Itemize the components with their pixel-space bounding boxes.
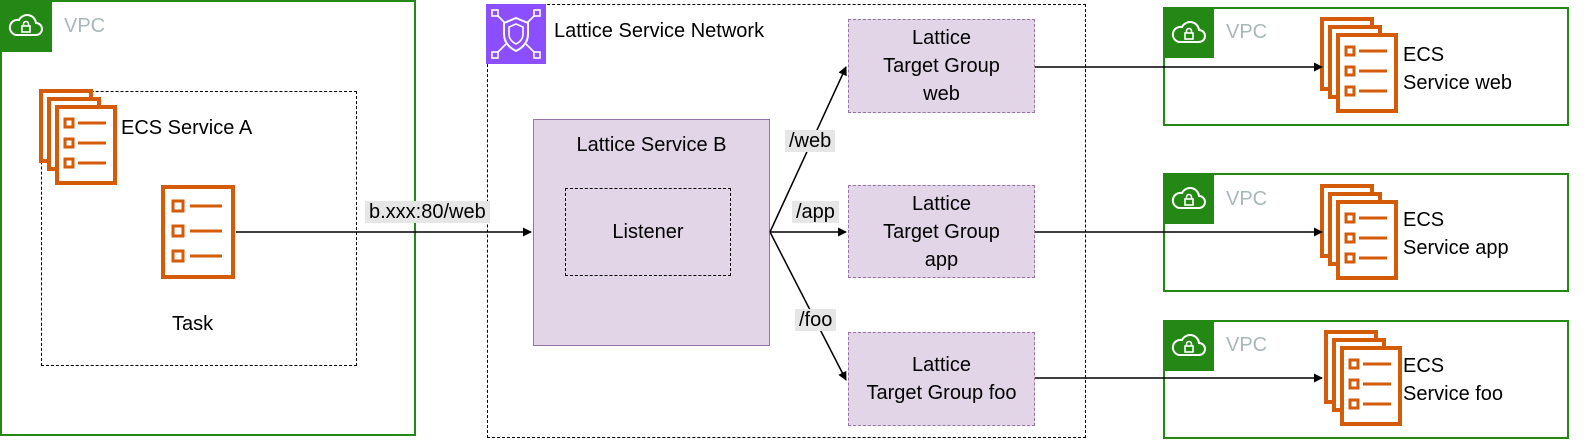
target-group-app: Lattice Target Group app <box>848 185 1035 278</box>
vpc-app-label: VPC <box>1226 188 1268 210</box>
lattice-service-b-label: Lattice Service B <box>576 134 727 156</box>
route-label-foo: /foo <box>795 309 837 331</box>
vpc-foo-group <box>1163 320 1569 439</box>
left-vpc-badge <box>0 0 52 52</box>
cloud-lock-icon <box>8 14 43 36</box>
ecs-service-app-label: ECS Service app <box>1403 209 1509 259</box>
target-group-web: Lattice Target Group web <box>848 19 1035 113</box>
vpc-web-badge <box>1163 7 1214 58</box>
listener-label: Listener <box>612 221 684 243</box>
listener-box: Listener <box>565 188 731 276</box>
vpc-foo-badge <box>1163 320 1214 371</box>
cloud-lock-icon <box>1171 20 1206 43</box>
cloud-lock-icon <box>1171 333 1206 356</box>
ecs-service-a-icon <box>39 89 117 185</box>
vpc-app-badge <box>1163 173 1214 224</box>
route-label-web: /web <box>785 130 836 152</box>
ecs-service-foo-label: ECS Service foo <box>1403 355 1504 405</box>
ecs-service-foo-icon <box>1324 330 1402 426</box>
cloud-lock-icon <box>1171 186 1206 209</box>
lattice-network-title: Lattice Service Network <box>554 20 765 42</box>
ecs-service-web-icon <box>1320 17 1398 113</box>
ecs-service-web-label: ECS Service web <box>1403 44 1512 94</box>
task-icon <box>161 185 235 279</box>
ecs-service-app-icon <box>1320 184 1398 280</box>
edge-label-main: b.xxx:80/web <box>365 201 490 223</box>
left-vpc-label: VPC <box>64 15 106 37</box>
vpc-web-label: VPC <box>1226 21 1268 43</box>
target-group-foo: Lattice Target Group foo <box>848 332 1035 426</box>
task-label: Task <box>172 313 214 335</box>
route-label-app: /app <box>792 201 839 223</box>
vpc-foo-label: VPC <box>1226 334 1268 356</box>
ecs-service-a-label: ECS Service A <box>121 117 253 139</box>
ecs-service-a-group <box>41 91 357 366</box>
lattice-network-icon <box>486 4 546 64</box>
